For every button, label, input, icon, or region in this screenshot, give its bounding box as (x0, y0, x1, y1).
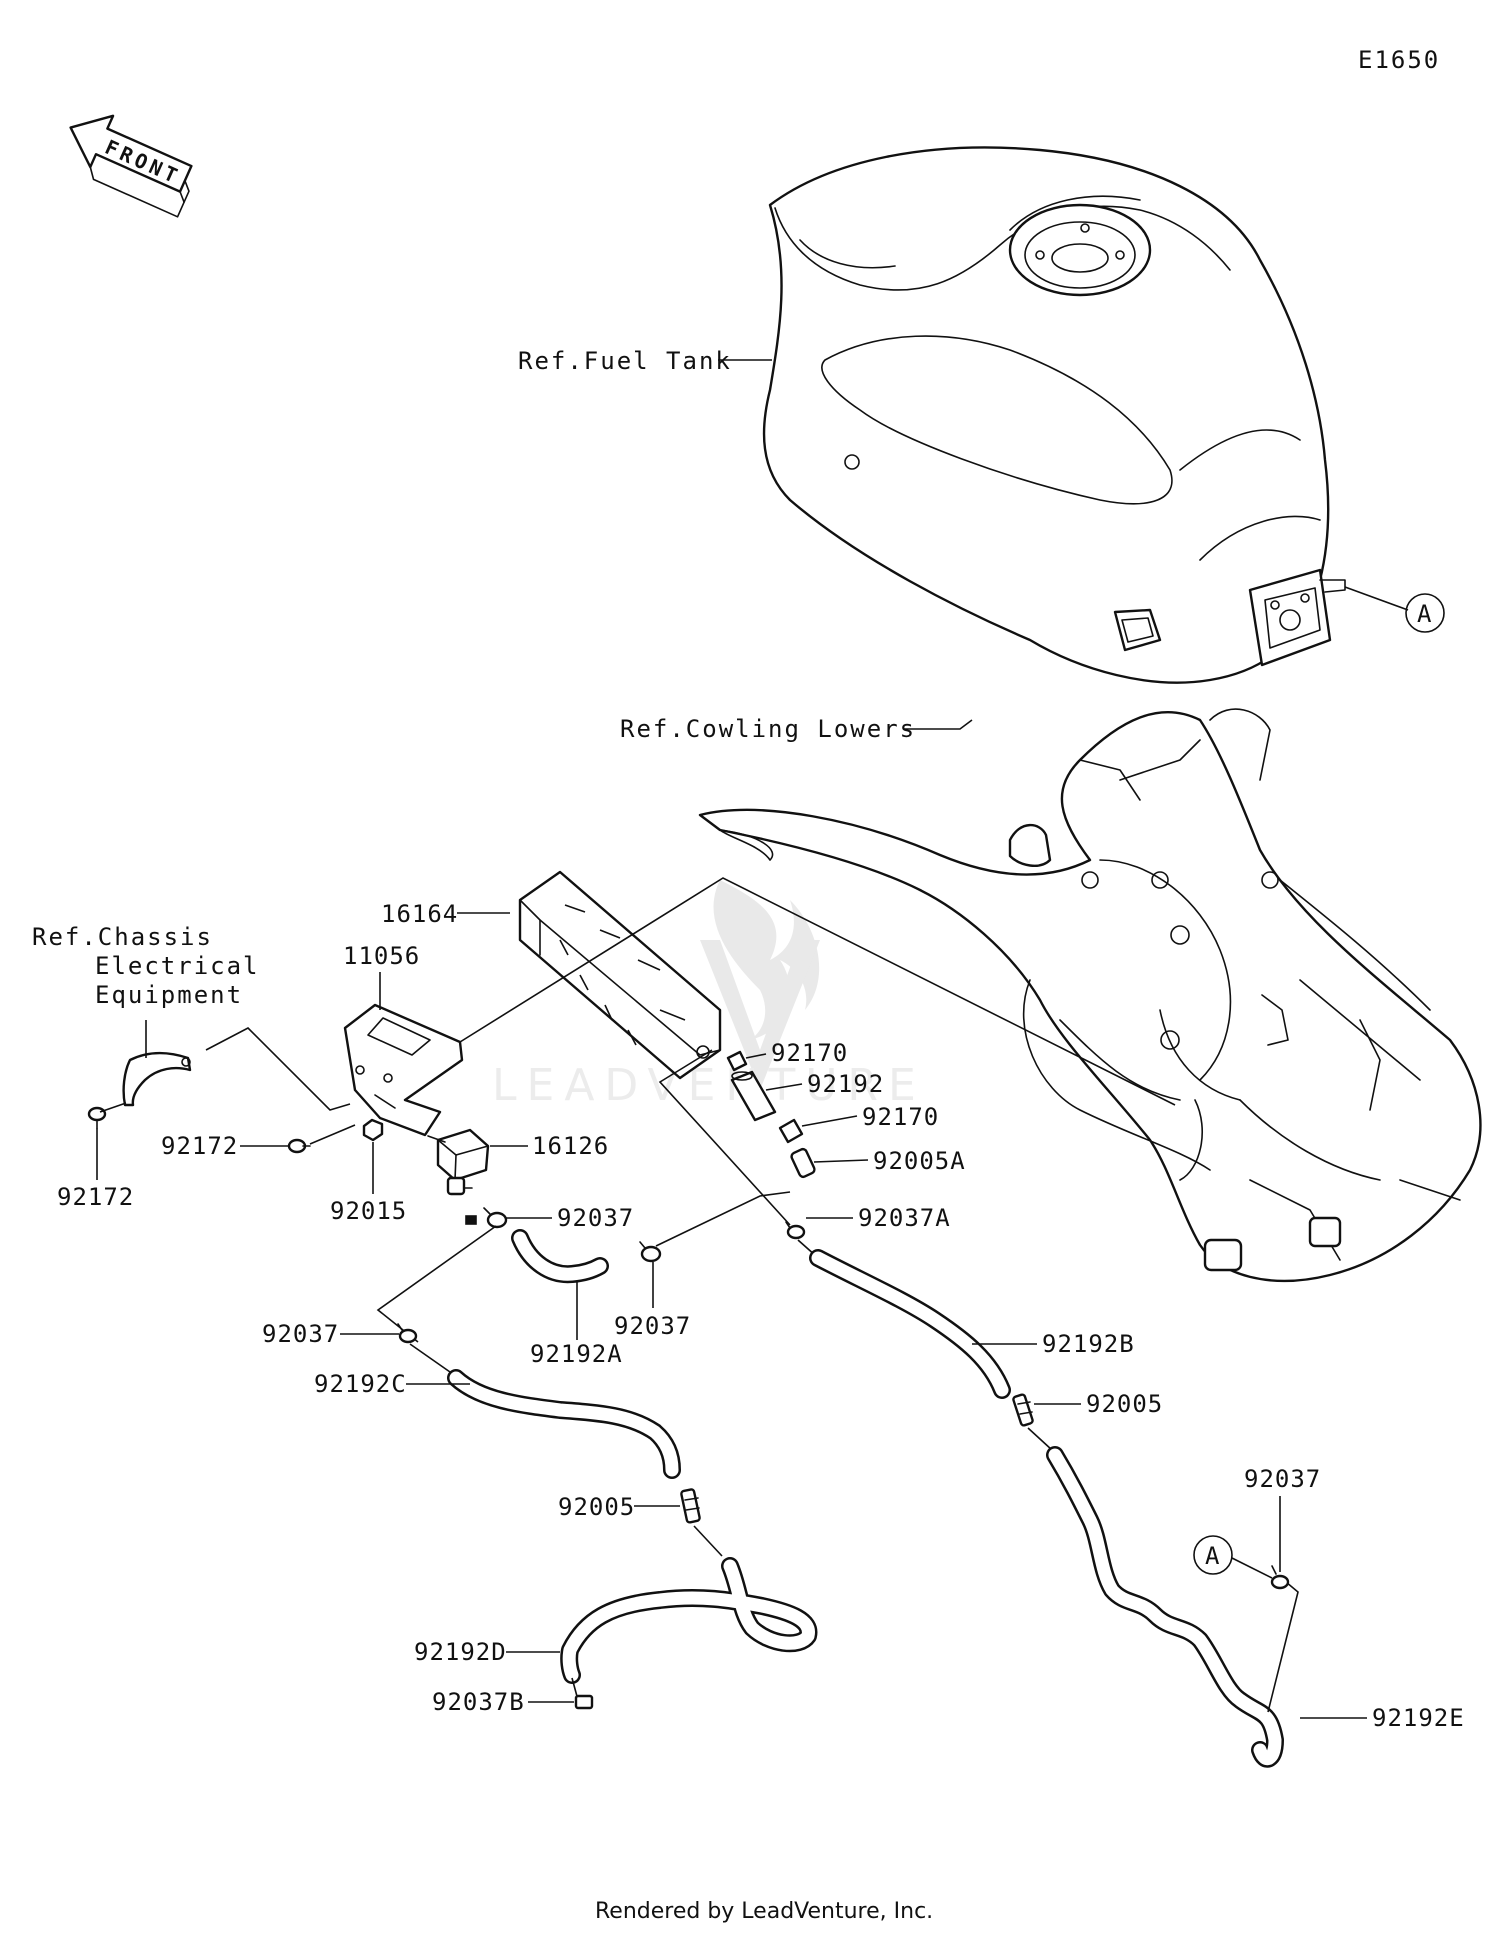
marker-a-bottom (1193, 1535, 1233, 1575)
clamp-92037-c-icon (639, 1241, 662, 1263)
front-arrow-icon: FRONT (69, 114, 193, 218)
hose-92192c-drawing (447, 1369, 681, 1479)
part-92192-leader (765, 1083, 803, 1091)
clip-92170-a-icon (726, 1050, 748, 1072)
valve-16126-drawing (427, 1128, 490, 1225)
marker-a-top-label: A (1417, 600, 1432, 628)
clamp-92037a-icon (785, 1221, 806, 1240)
hose-92192-short-drawing (730, 1070, 777, 1122)
part-92005a-leader (813, 1159, 869, 1163)
hose-92192e-to-a-link (1267, 1581, 1299, 1713)
bolt-92172-center-icon (287, 1138, 311, 1154)
marker-a-bottom-leader (1231, 1557, 1273, 1579)
clamp-92037-d-icon (1270, 1565, 1290, 1590)
canister-to-92192b-link (658, 1049, 791, 1226)
canister-link-line (459, 877, 1176, 1106)
valve-to-92037-link (376, 1225, 497, 1343)
bolt-92172-link (309, 1124, 356, 1145)
part-92170-a-label: 92170 (771, 1039, 848, 1067)
fuel-tank-drawing (762, 146, 1346, 684)
ref-chassis-label-1: Ref.Chassis (32, 923, 213, 951)
part-92192e-label: 92192E (1372, 1704, 1465, 1732)
part-92037a-label: 92037A (858, 1204, 951, 1232)
part-92192a-label: 92192A (530, 1340, 623, 1368)
part-92192d-label: 92192D (414, 1638, 507, 1666)
part-92192b-label: 92192B (1042, 1330, 1135, 1358)
diagram-id: E1650 (1358, 46, 1440, 74)
fitting-92005-right-icon (1012, 1393, 1034, 1427)
cowling-lowers-drawing (698, 708, 1482, 1282)
marker-a-top-leader (1344, 586, 1409, 611)
chassis-bracket-link-line (205, 1027, 351, 1111)
part-92005a-label: 92005A (873, 1147, 966, 1175)
clamp-92037-b-to-hose-link (409, 1343, 451, 1373)
ref-fuel-tank-label: Ref.Fuel Tank (518, 347, 732, 375)
part-92015-label: 92015 (330, 1197, 407, 1225)
nut-92015-icon (362, 1118, 384, 1142)
part-92170-b-label: 92170 (862, 1103, 939, 1131)
clamp-92037b-icon (574, 1694, 594, 1710)
leadventure-watermark: LEADVENTURE (492, 880, 926, 1111)
ref-cowling-lowers-label: Ref.Cowling Lowers (620, 715, 916, 743)
fitting-92005-left-link (693, 1525, 723, 1557)
chassis-clip-drawing (122, 1051, 192, 1107)
part-16126-label: 16126 (532, 1132, 609, 1160)
clamp-92037-a-icon (483, 1207, 508, 1229)
part-92037-d-label: 92037 (1244, 1465, 1321, 1493)
part-92172-a-label: 92172 (161, 1132, 238, 1160)
part-92005-b-label: 92005 (1086, 1390, 1163, 1418)
clip-92170-b-icon (778, 1118, 804, 1144)
fitting-92005-left-icon (680, 1488, 701, 1524)
part-16164-label: 16164 (381, 900, 458, 928)
hose-92192e-drawing (1046, 1446, 1284, 1768)
part-92037-c-label: 92037 (614, 1312, 691, 1340)
ref-chassis-label-2: Electrical (95, 952, 260, 980)
clamp-92037-b-icon (397, 1323, 418, 1344)
part-92172-b-label: 92172 (57, 1183, 134, 1211)
hose-92192d-drawing (560, 1557, 818, 1701)
part-92170-a-leader (745, 1053, 767, 1059)
part-92170-b-leader (801, 1115, 858, 1127)
marker-a-bottom-label: A (1205, 1542, 1220, 1570)
ref-cowling-lowers-leader (903, 719, 973, 730)
hose-92192b-drawing (809, 1249, 1011, 1399)
bracket-11056-drawing (343, 1003, 464, 1137)
part-92192-label: 92192 (807, 1070, 884, 1098)
part-11056-label: 11056 (343, 942, 420, 970)
fitting-92005-right-link (1027, 1427, 1053, 1451)
marker-a-top (1405, 593, 1445, 633)
part-92192c-label: 92192C (314, 1370, 407, 1398)
part-92037-a-label: 92037 (557, 1204, 634, 1232)
watermark-text: LEADVENTURE (492, 1060, 926, 1111)
front-arrow-label: FRONT (101, 135, 184, 190)
hose-92192a-drawing (511, 1229, 609, 1284)
part-92037-b-label: 92037 (262, 1320, 339, 1348)
hose-a-to-92005a-link (655, 1191, 791, 1247)
part-92005-a-label: 92005 (558, 1493, 635, 1521)
canister-16164-drawing (518, 870, 722, 1080)
fitting-92005a-icon (790, 1147, 816, 1179)
part-92037b-label: 92037B (432, 1688, 525, 1716)
bolt-92172-left-link (99, 1102, 127, 1113)
footer-credit: Rendered by LeadVenture, Inc. (595, 1899, 933, 1924)
ref-chassis-label-3: Equipment (95, 981, 243, 1009)
